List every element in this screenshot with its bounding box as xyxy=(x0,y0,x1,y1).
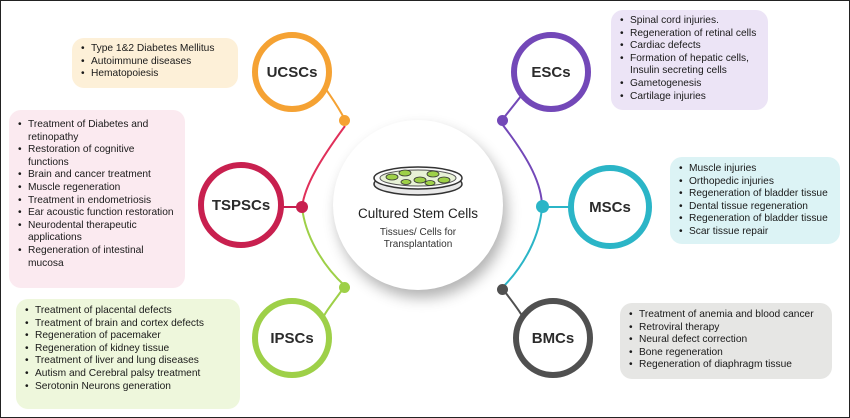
application-item: Scar tissue repair xyxy=(678,226,832,239)
tspscs-applications-list: Treatment of Diabetes and retinopathyRes… xyxy=(17,119,177,270)
application-item: Retroviral therapy xyxy=(628,322,824,335)
escs-applications-box: Spinal cord injuries.Regeneration of ret… xyxy=(611,10,768,110)
application-item: Muscle regeneration xyxy=(17,182,177,195)
dot-bmcs xyxy=(497,284,508,295)
escs-circle: ESCs xyxy=(511,32,591,112)
application-item: Neural defect correction xyxy=(628,334,824,347)
link-mscs-upper xyxy=(501,123,543,208)
application-item: Regeneration of retinal cells xyxy=(619,28,760,41)
application-item: Treatment of liver and lung diseases xyxy=(24,355,232,368)
ucscs-circle: UCSCs xyxy=(252,32,332,112)
dot-tspscs xyxy=(296,201,308,213)
escs-applications-list: Spinal cord injuries.Regeneration of ret… xyxy=(619,15,760,103)
center-title: Cultured Stem Cells xyxy=(357,206,479,221)
center-hub: Cultured Stem Cells Tissues/ Cells for T… xyxy=(333,120,503,290)
bmcs-circle: BMCs xyxy=(513,298,593,378)
ucscs-applications-list: Type 1&2 Diabetes MellitusAutoimmune dis… xyxy=(80,43,230,81)
application-item: Cartilage injuries xyxy=(619,91,760,104)
ipscs-circle: IPSCs xyxy=(252,298,332,378)
petri-dish-icon xyxy=(373,166,463,196)
bmcs-applications-box: Treatment of anemia and blood cancerRetr… xyxy=(620,303,832,379)
center-subtitle: Tissues/ Cells for Transplantation xyxy=(379,227,457,250)
dot-mscs xyxy=(536,200,549,213)
application-item: Spinal cord injuries. xyxy=(619,15,760,28)
application-item: Serotonin Neurons generation xyxy=(24,381,232,394)
application-item: Regeneration of pacemaker xyxy=(24,330,232,343)
ipscs-applications-box: Treatment of placental defectsTreatment … xyxy=(16,299,240,409)
application-item: Formation of hepatic cells, Insulin secr… xyxy=(619,53,760,78)
application-item: Regeneration of bladder tissue xyxy=(678,188,832,201)
ipscs-applications-list: Treatment of placental defectsTreatment … xyxy=(24,305,232,393)
bmcs-applications-list: Treatment of anemia and blood cancerRetr… xyxy=(628,309,824,372)
mscs-label: MSCs xyxy=(589,198,631,216)
application-item: Bone regeneration xyxy=(628,347,824,360)
application-item: Cardiac defects xyxy=(619,40,760,53)
application-item: Muscle injuries xyxy=(678,163,832,176)
application-item: Regeneration of kidney tissue xyxy=(24,343,232,356)
application-item: Treatment of anemia and blood cancer xyxy=(628,309,824,322)
ucscs-label: UCSCs xyxy=(266,63,318,81)
application-item: Autism and Cerebral palsy treatment xyxy=(24,368,232,381)
application-item: Regeneration of intestinal mucosa xyxy=(17,245,177,270)
mscs-applications-list: Muscle injuriesOrthopedic injuriesRegene… xyxy=(678,163,832,239)
mscs-applications-box: Muscle injuriesOrthopedic injuriesRegene… xyxy=(670,157,840,244)
application-item: Treatment in endometriosis xyxy=(17,195,177,208)
link-ipscs-upper xyxy=(301,206,346,287)
application-item: Treatment of Diabetes and retinopathy xyxy=(17,119,177,144)
mscs-circle: MSCs xyxy=(568,165,652,249)
escs-label: ESCs xyxy=(531,63,571,81)
application-item: Ear acoustic function restoration xyxy=(17,207,177,220)
application-item: Type 1&2 Diabetes Mellitus xyxy=(80,43,230,56)
link-mscs-lower xyxy=(501,206,543,289)
link-tspscs-upper xyxy=(301,125,346,208)
application-item: Orthopedic injuries xyxy=(678,176,832,189)
application-item: Restoration of cognitive functions xyxy=(17,144,177,169)
dot-escs xyxy=(497,115,508,126)
tspscs-label: TSPSCs xyxy=(211,196,271,214)
application-item: Regeneration of diaphragm tissue xyxy=(628,359,824,372)
dot-ucscs xyxy=(339,115,350,126)
bmcs-label: BMCs xyxy=(531,329,575,347)
tspscs-circle: TSPSCs xyxy=(198,162,284,248)
tspscs-applications-box: Treatment of Diabetes and retinopathyRes… xyxy=(9,110,185,288)
application-item: Regeneration of bladder tissue xyxy=(678,213,832,226)
ipscs-label: IPSCs xyxy=(270,329,314,347)
application-item: Brain and cancer treatment xyxy=(17,169,177,182)
application-item: Hematopoiesis xyxy=(80,68,230,81)
application-item: Neurodental therapeutic applications xyxy=(17,220,177,245)
ucscs-applications-box: Type 1&2 Diabetes MellitusAutoimmune dis… xyxy=(72,38,238,88)
application-item: Gametogenesis xyxy=(619,78,760,91)
application-item: Dental tissue regeneration xyxy=(678,201,832,214)
application-item: Treatment of placental defects xyxy=(24,305,232,318)
application-item: Autoimmune diseases xyxy=(80,56,230,69)
dot-ipscs xyxy=(339,282,350,293)
application-item: Treatment of brain and cortex defects xyxy=(24,318,232,331)
